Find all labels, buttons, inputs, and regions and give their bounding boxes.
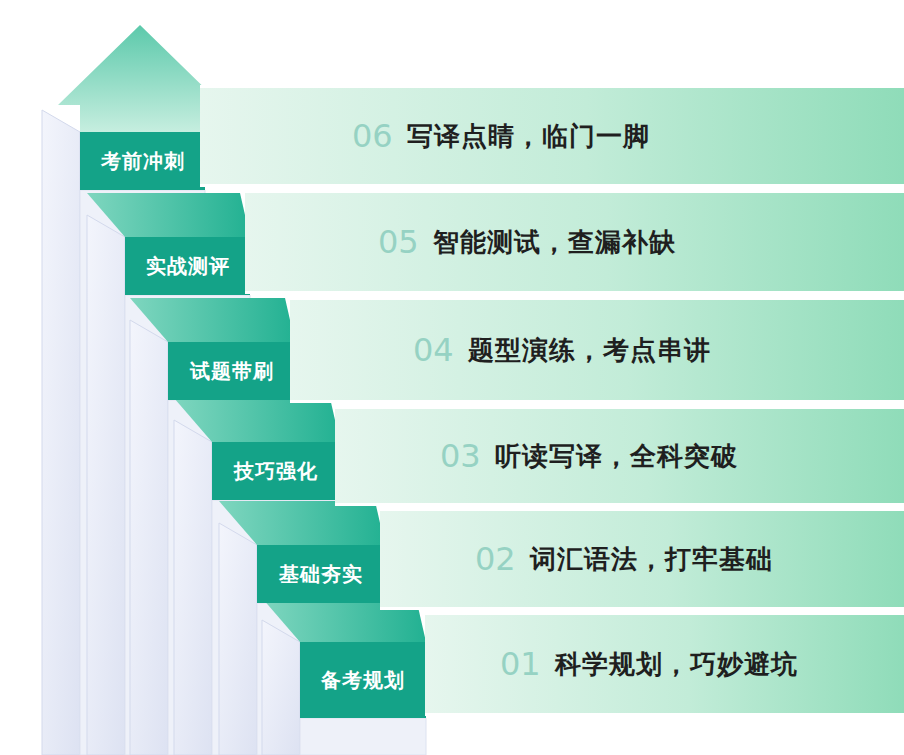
- stage-number: 01: [500, 645, 541, 683]
- step-face: 试题带刷: [168, 342, 295, 400]
- step-face: 技巧强化: [212, 442, 340, 500]
- step-face: 备考规划: [300, 642, 426, 718]
- stage-band: 01 科学规划，巧妙避坑: [425, 612, 904, 716]
- step-label: 备考规划: [321, 667, 405, 694]
- stair-top: [130, 298, 295, 342]
- up-arrow: [58, 25, 222, 132]
- stair-top: [219, 501, 385, 545]
- stage-text: 写译点睛，临门一脚: [407, 119, 650, 154]
- stage-text: 词汇语法，打牢基础: [530, 542, 773, 577]
- step-face: 实战测评: [125, 237, 250, 295]
- stage-text: 听读写译，全科突破: [495, 439, 738, 474]
- stage-text: 智能测试，查漏补缺: [433, 225, 676, 260]
- stage-number: 03: [440, 437, 481, 475]
- step-label: 试题带刷: [190, 358, 274, 385]
- stage-band: 02 词汇语法，打牢基础: [380, 508, 904, 610]
- step-label: 考前冲刺: [101, 148, 185, 175]
- stair-side: [219, 523, 257, 755]
- stage-text: 科学规划，巧妙避坑: [555, 647, 798, 682]
- stage-text: 题型演练，考点串讲: [468, 333, 711, 368]
- stage-band: 05 智能测试，查漏补缺: [245, 190, 904, 294]
- stair-side: [262, 620, 300, 755]
- stair-side: [42, 110, 80, 755]
- stage-band: 06 写译点睛，临门一脚: [200, 85, 904, 187]
- step-face: 考前冲刺: [80, 132, 205, 190]
- stair-side: [130, 320, 168, 755]
- stage-band: 03 听读写译，全科突破: [335, 406, 904, 506]
- stage-number: 06: [352, 117, 393, 155]
- stair-top: [174, 398, 340, 442]
- stage-number: 04: [413, 331, 454, 369]
- stage-band: 04 题型演练，考点串讲: [290, 297, 904, 403]
- stage-number: 05: [378, 223, 419, 261]
- step-label: 技巧强化: [234, 458, 318, 485]
- step-label: 基础夯实: [279, 561, 363, 588]
- stair-riser: [300, 718, 426, 755]
- stair-side: [174, 420, 212, 755]
- stair-side: [87, 215, 125, 755]
- step-label: 实战测评: [146, 253, 230, 280]
- stair-top: [87, 193, 250, 237]
- stage-number: 02: [475, 540, 516, 578]
- step-face: 基础夯实: [257, 545, 385, 603]
